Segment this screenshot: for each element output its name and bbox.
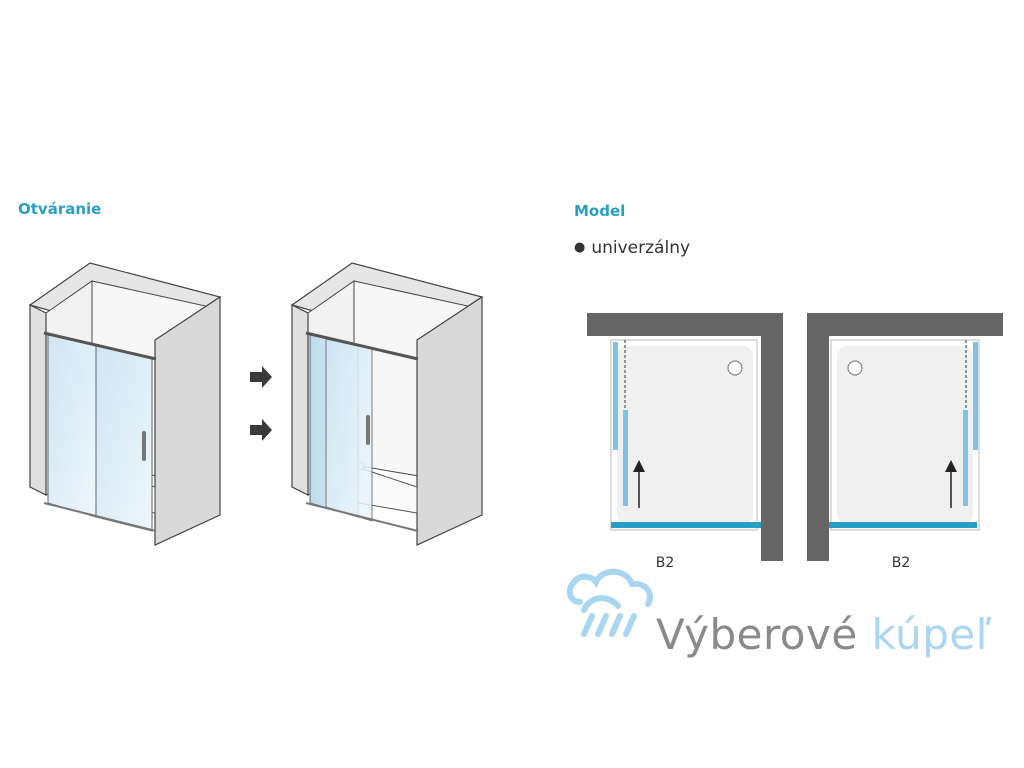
plan-label: B2	[892, 555, 911, 571]
bullet-icon: ●	[574, 240, 586, 255]
watermark-text: Výberové kúpeľ	[656, 610, 992, 659]
model-title: Model	[574, 202, 626, 220]
opening-illustration	[28, 262, 484, 546]
cloud-shower-icon	[566, 568, 653, 637]
enclosure-open	[290, 262, 484, 546]
watermark-brand-light: kúpeľ	[871, 610, 992, 659]
plan-label: B2	[656, 555, 675, 571]
model-value: univerzálny	[591, 238, 691, 258]
enclosure-closed	[28, 262, 222, 546]
arrow-right-icon	[250, 419, 272, 441]
plan-right: B2	[807, 313, 1003, 571]
floor-plans: B2 B2	[587, 313, 1003, 571]
plan-left: B2	[587, 313, 783, 571]
watermark-brand-dark: Výberové	[656, 610, 858, 659]
watermark-logo: Výberové kúpeľ	[562, 560, 1024, 670]
arrow-right-icon	[250, 366, 272, 388]
opening-title: Otváranie	[18, 200, 102, 218]
model-value-line: ● univerzálny	[574, 238, 690, 258]
